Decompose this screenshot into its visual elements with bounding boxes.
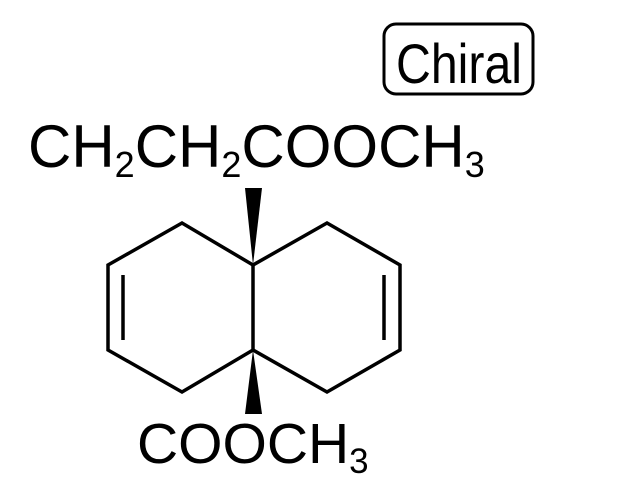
bottom-substituent-label: COOCH3 [137,412,369,481]
bottom-wedge-bond [245,350,262,414]
top-substituent-label: CH2CH2COOCH3 [28,113,485,185]
chiral-badge: Chiral [382,22,535,96]
bicyclic-ring [106,220,402,395]
left-ring-bonds [106,220,254,395]
chiral-badge-border [382,22,535,96]
chiral-label: Chiral [396,32,522,95]
top-wedge-bond [245,188,262,265]
right-ring-bonds [252,220,402,395]
